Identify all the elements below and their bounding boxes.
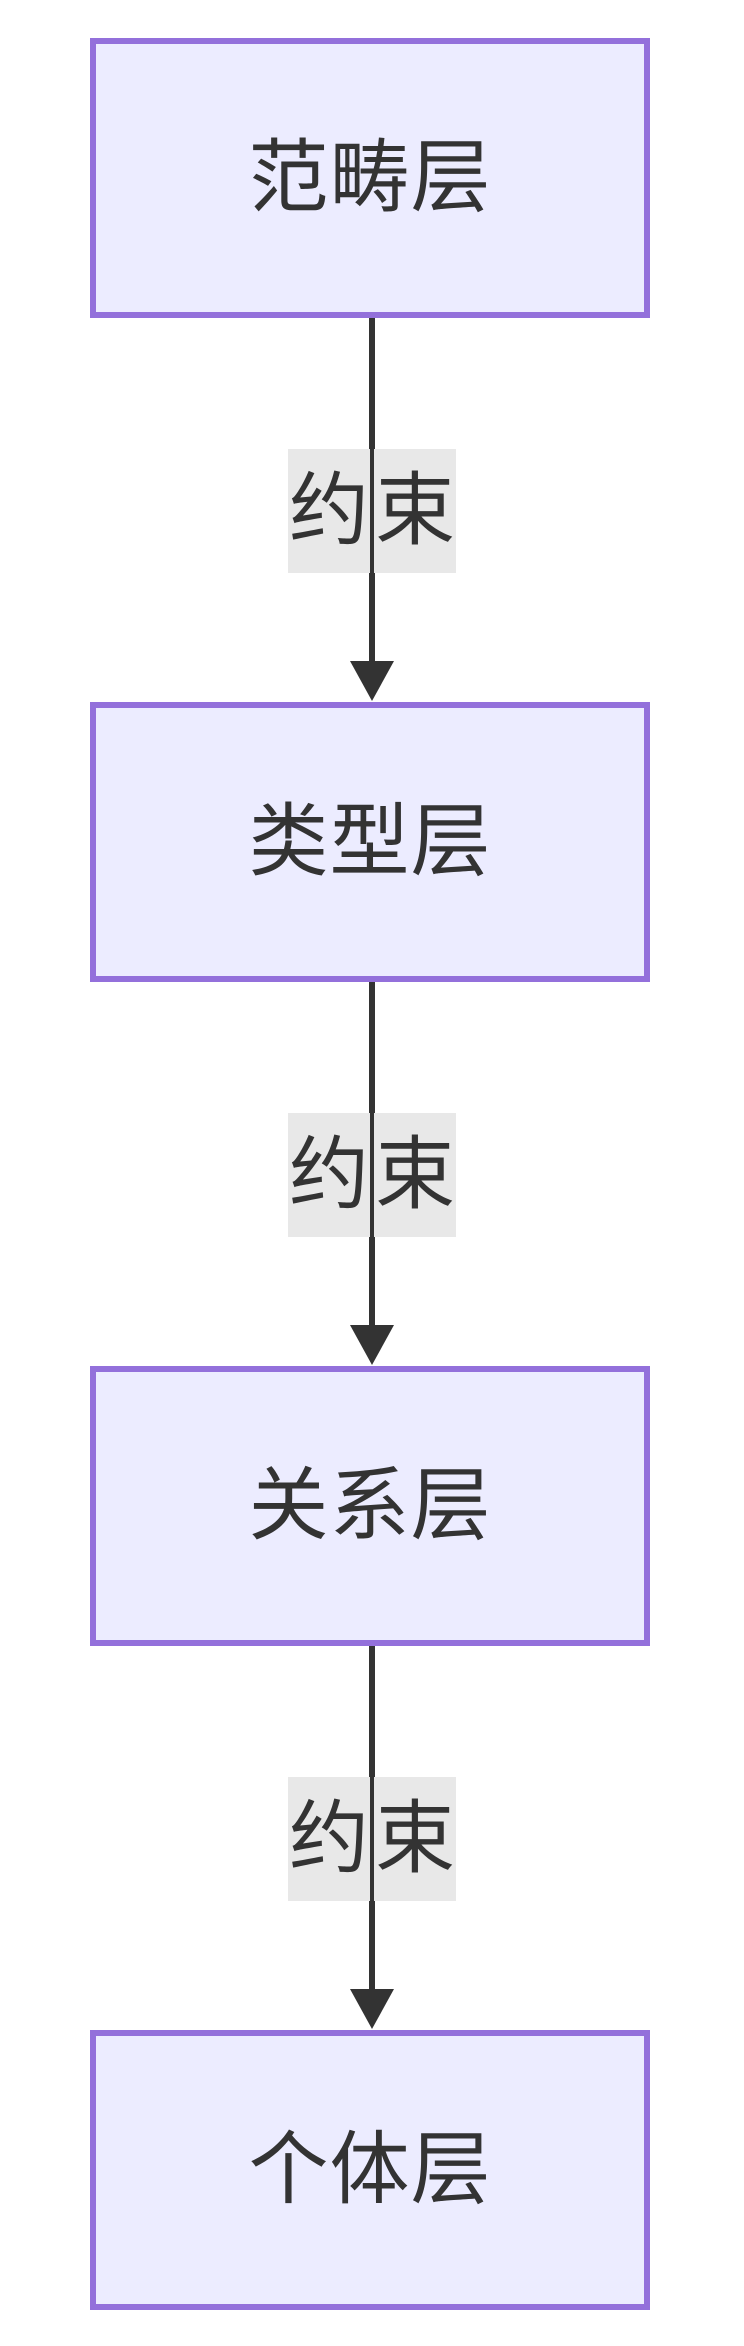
node-relation-layer: 关系层: [90, 1366, 650, 1646]
node-label: 个体层: [248, 2125, 492, 2214]
node-label: 类型层: [248, 797, 492, 886]
edge-label-char: 约: [288, 449, 370, 573]
edge-line-1: [369, 318, 375, 666]
edge-label-constraint-3: 约束: [288, 1777, 456, 1901]
edge-label-char: 束: [374, 1113, 456, 1237]
arrowhead-down-icon: [350, 1325, 394, 1365]
arrowhead-down-icon: [350, 1989, 394, 2029]
node-individual-layer: 个体层: [90, 2030, 650, 2310]
edge-line-3: [369, 1646, 375, 1994]
edge-label-constraint-2: 约束: [288, 1113, 456, 1237]
node-label: 范畴层: [248, 133, 492, 222]
node-category-layer: 范畴层: [90, 38, 650, 318]
edge-line-2: [369, 982, 375, 1330]
edge-label-char: 束: [374, 1777, 456, 1901]
edge-label-char: 约: [288, 1777, 370, 1901]
edge-label-char: 约: [288, 1113, 370, 1237]
node-type-layer: 类型层: [90, 702, 650, 982]
arrowhead-down-icon: [350, 661, 394, 701]
node-label: 关系层: [248, 1461, 492, 1550]
edge-label-char: 束: [374, 449, 456, 573]
edge-label-constraint-1: 约束: [288, 449, 456, 573]
